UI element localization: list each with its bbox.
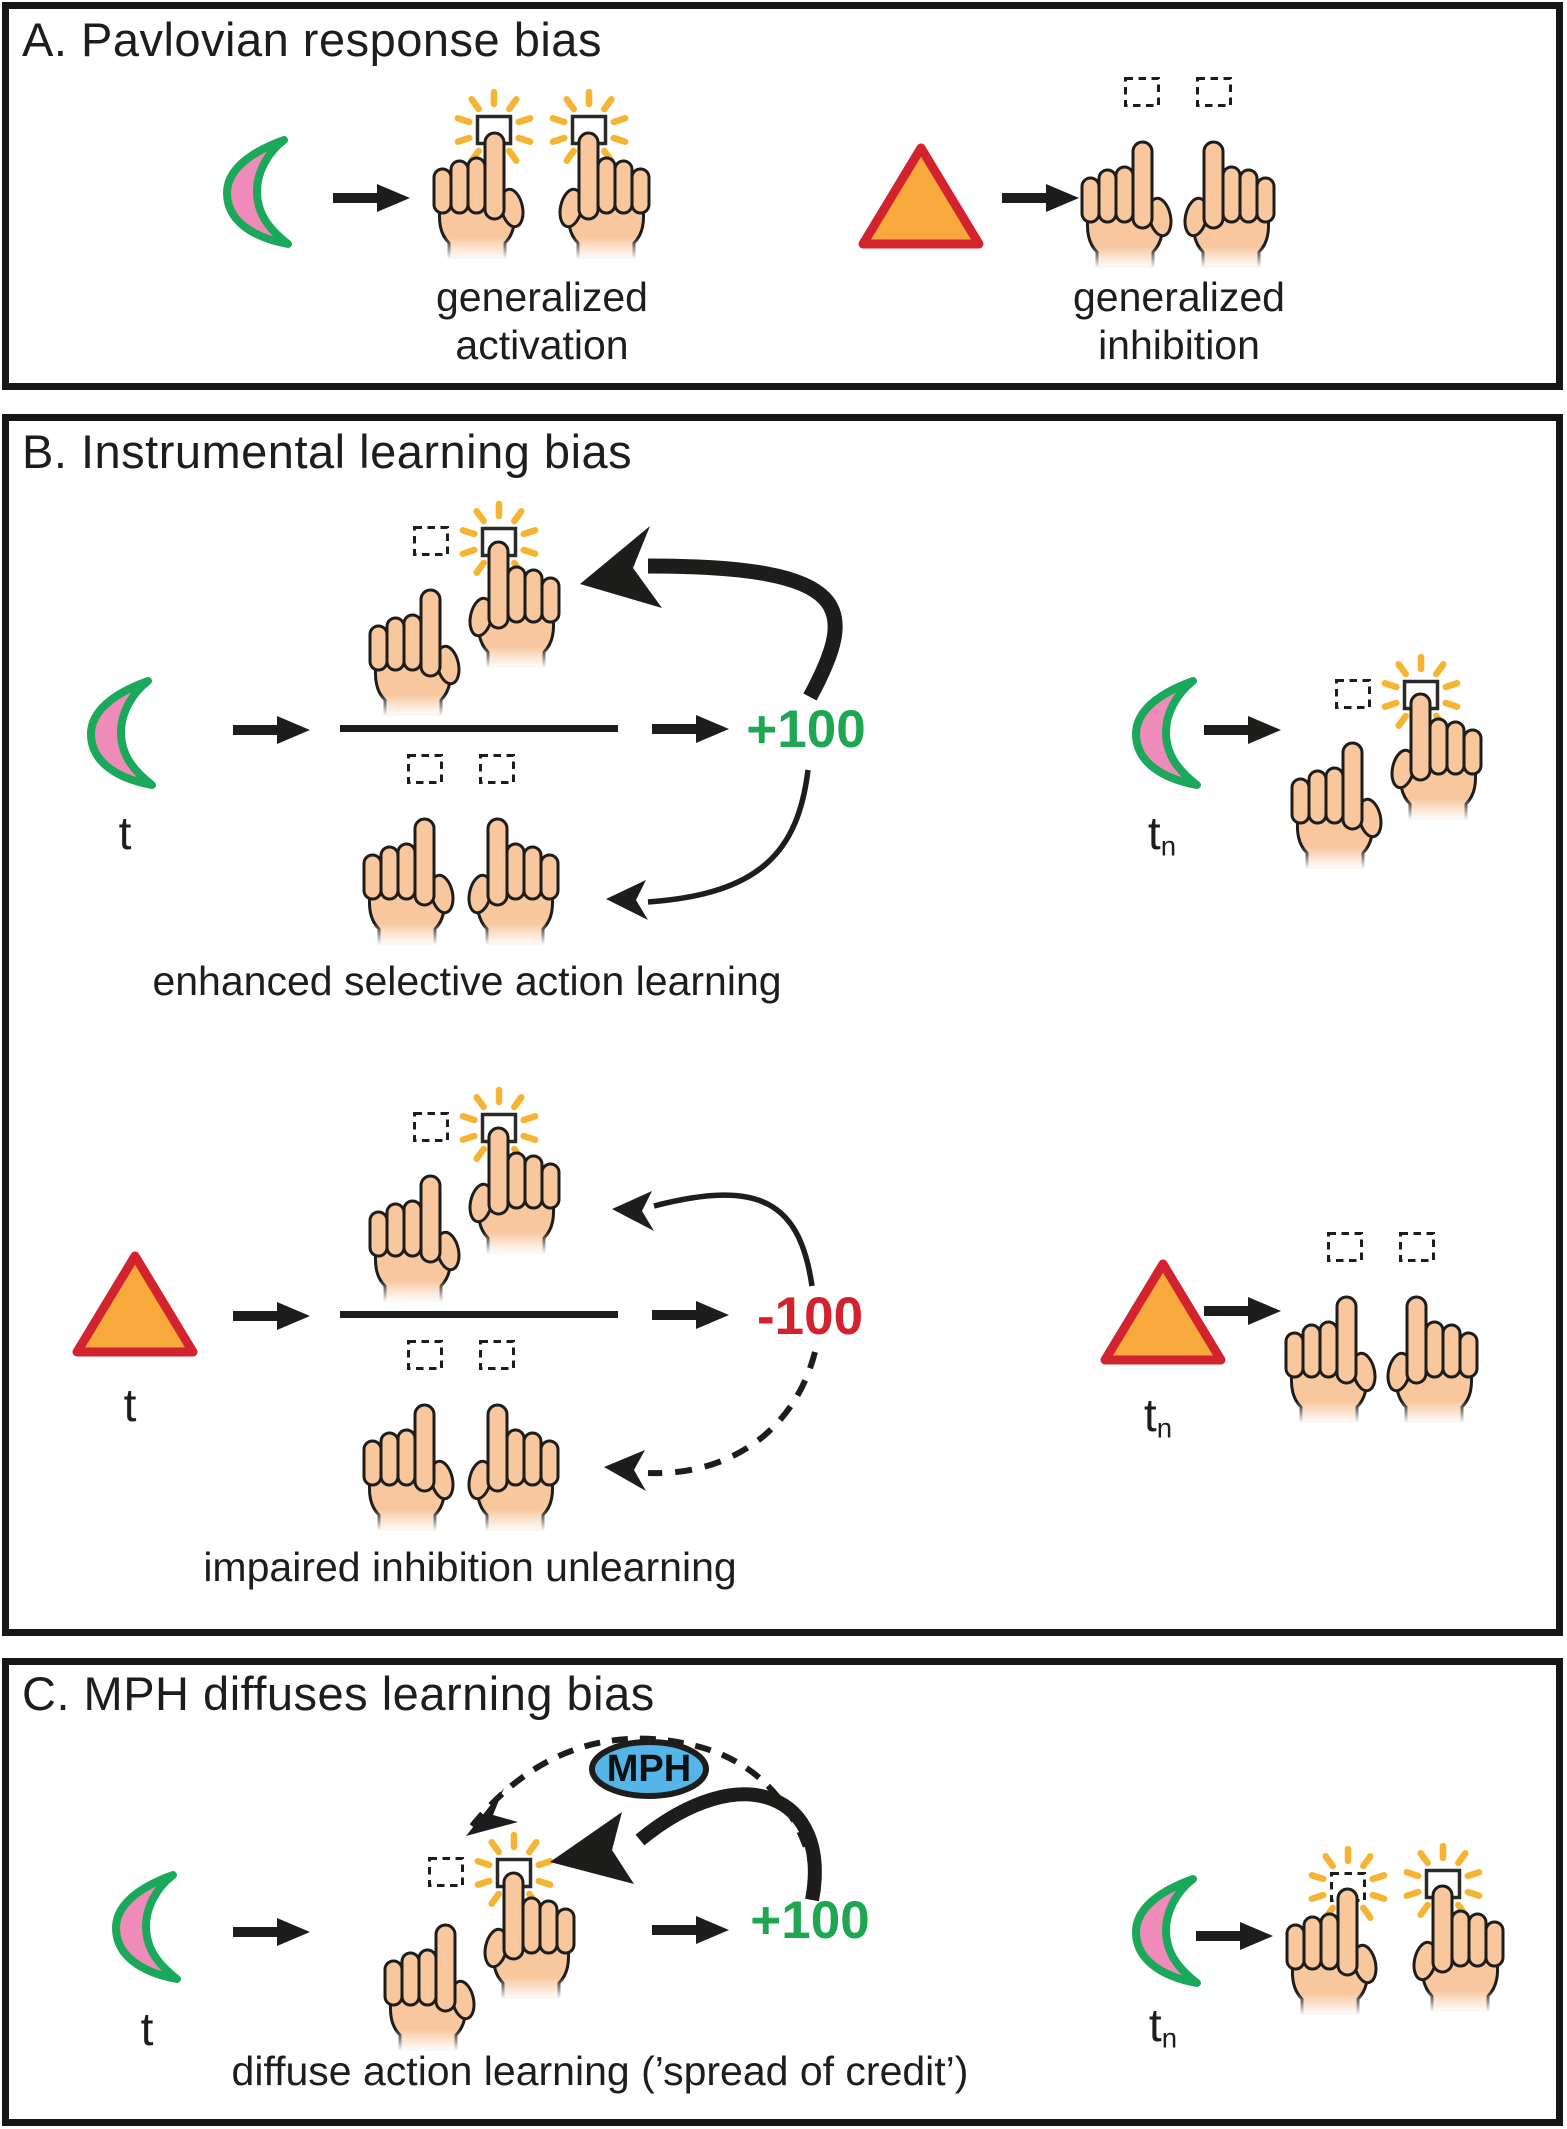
triangle-cue-icon [1105,1264,1221,1360]
hand-raised-icon [1180,140,1276,274]
curved-arrow-thin-nogo-icon [606,769,811,920]
button-dashed-icon [407,1340,515,1370]
hand-raised-icon [362,1403,458,1537]
hand-raised-icon [1290,741,1386,875]
fraction-divider [340,1311,618,1318]
time-label-tn: tn [1149,1998,1177,2055]
time-label-tn: tn [1148,806,1176,863]
moon-cue-icon [1136,681,1197,785]
moon-cue-icon [227,140,288,244]
panel-a-graphics [227,77,1276,274]
panel-a-title: A. Pavlovian response bias [22,13,602,66]
button-dashed-icon [1335,679,1371,709]
tn-base: t [1147,807,1161,859]
button-dashed-icon [413,526,449,556]
arrow-right-icon [652,715,729,743]
curved-arrow-thick-credit-icon [550,1787,822,1902]
panel-c-frame [2,1658,1563,2126]
win-trial-caption: enhanced selective action learning [152,958,782,1004]
hand-raised-icon [368,588,464,722]
inhibition-caption-line2: inhibition [1098,322,1260,368]
panel-c-graphics [116,1735,1505,2057]
activation-caption-line1: generalized [436,274,648,320]
curved-arrow-solid-go-icon [612,1191,815,1287]
time-label-t: t [140,2003,154,2055]
time-label-tn: tn [1144,1388,1172,1445]
time-label-t: t [118,807,132,859]
hand-raised-icon [464,1403,560,1537]
hand-raised-icon [368,1174,464,1308]
time-label-t: t [123,1379,137,1431]
mph-outcome-value: +100 [750,1891,870,1950]
curved-arrow-thick-go-icon [580,526,843,701]
tn-sub: n [1156,1412,1173,1444]
panel-a-frame [2,2,1563,390]
button-dashed-icon [407,754,515,784]
tn-sub: n [1161,2022,1178,2054]
button-dashed-icon [428,1857,464,1887]
button-lit-icon [458,92,625,161]
panel-b-title: B. Instrumental learning bias [22,425,633,478]
arrow-right-icon [1204,1297,1281,1325]
panel-c-title: C. MPH diffuses learning bias [22,1667,655,1720]
hand-raised-icon [1383,1295,1479,1429]
win-outcome-value: +100 [746,700,866,759]
tn-base: t [1143,1389,1157,1441]
arrow-right-icon [652,1301,729,1329]
curved-arrow-dashed-nogo-icon [604,1351,818,1491]
hand-raised-icon [362,817,458,951]
tn-sub: n [1160,830,1177,862]
moon-cue-icon [116,1875,177,1979]
arrow-right-icon [233,1918,310,1946]
avoid-trial-caption: impaired inhibition unlearning [203,1544,737,1590]
panel-b-avoid-trial-graphics [77,1090,1479,1537]
fraction-divider [340,725,618,732]
arrow-right-icon [233,1302,310,1330]
moon-cue-icon [1136,1879,1197,1983]
mph-ellipse [589,1739,709,1799]
arrow-right-icon [1196,1922,1273,1950]
button-dashed-icon [1124,77,1232,107]
hand-raised-icon [383,1923,479,2057]
hand-raised-icon [1080,140,1176,274]
mph-drug-label: MPH [606,1748,692,1790]
tn-base: t [1148,1999,1162,2051]
arrow-right-icon [652,1916,729,1944]
button-dashed-icon [413,1112,449,1142]
activation-caption-line2: activation [455,322,629,368]
panel-b-frame [2,414,1563,1636]
hand-raised-icon [464,817,560,951]
arrow-right-icon [1002,184,1079,212]
moon-cue-icon [91,681,152,785]
panel-b-win-trial-graphics [91,504,1483,951]
inhibition-caption-line1: generalized [1073,274,1285,320]
button-dashed-icon [1327,1232,1435,1262]
hand-raised-icon [1284,1295,1380,1429]
arrow-right-icon [233,716,310,744]
mph-trial-caption: diffuse action learning (’spread of cred… [231,2048,969,2094]
arrow-right-icon [333,184,410,212]
triangle-cue-icon [863,148,979,244]
arrow-right-icon [1204,716,1281,744]
triangle-cue-icon [77,1256,193,1352]
loss-outcome-value: -100 [756,1287,864,1346]
